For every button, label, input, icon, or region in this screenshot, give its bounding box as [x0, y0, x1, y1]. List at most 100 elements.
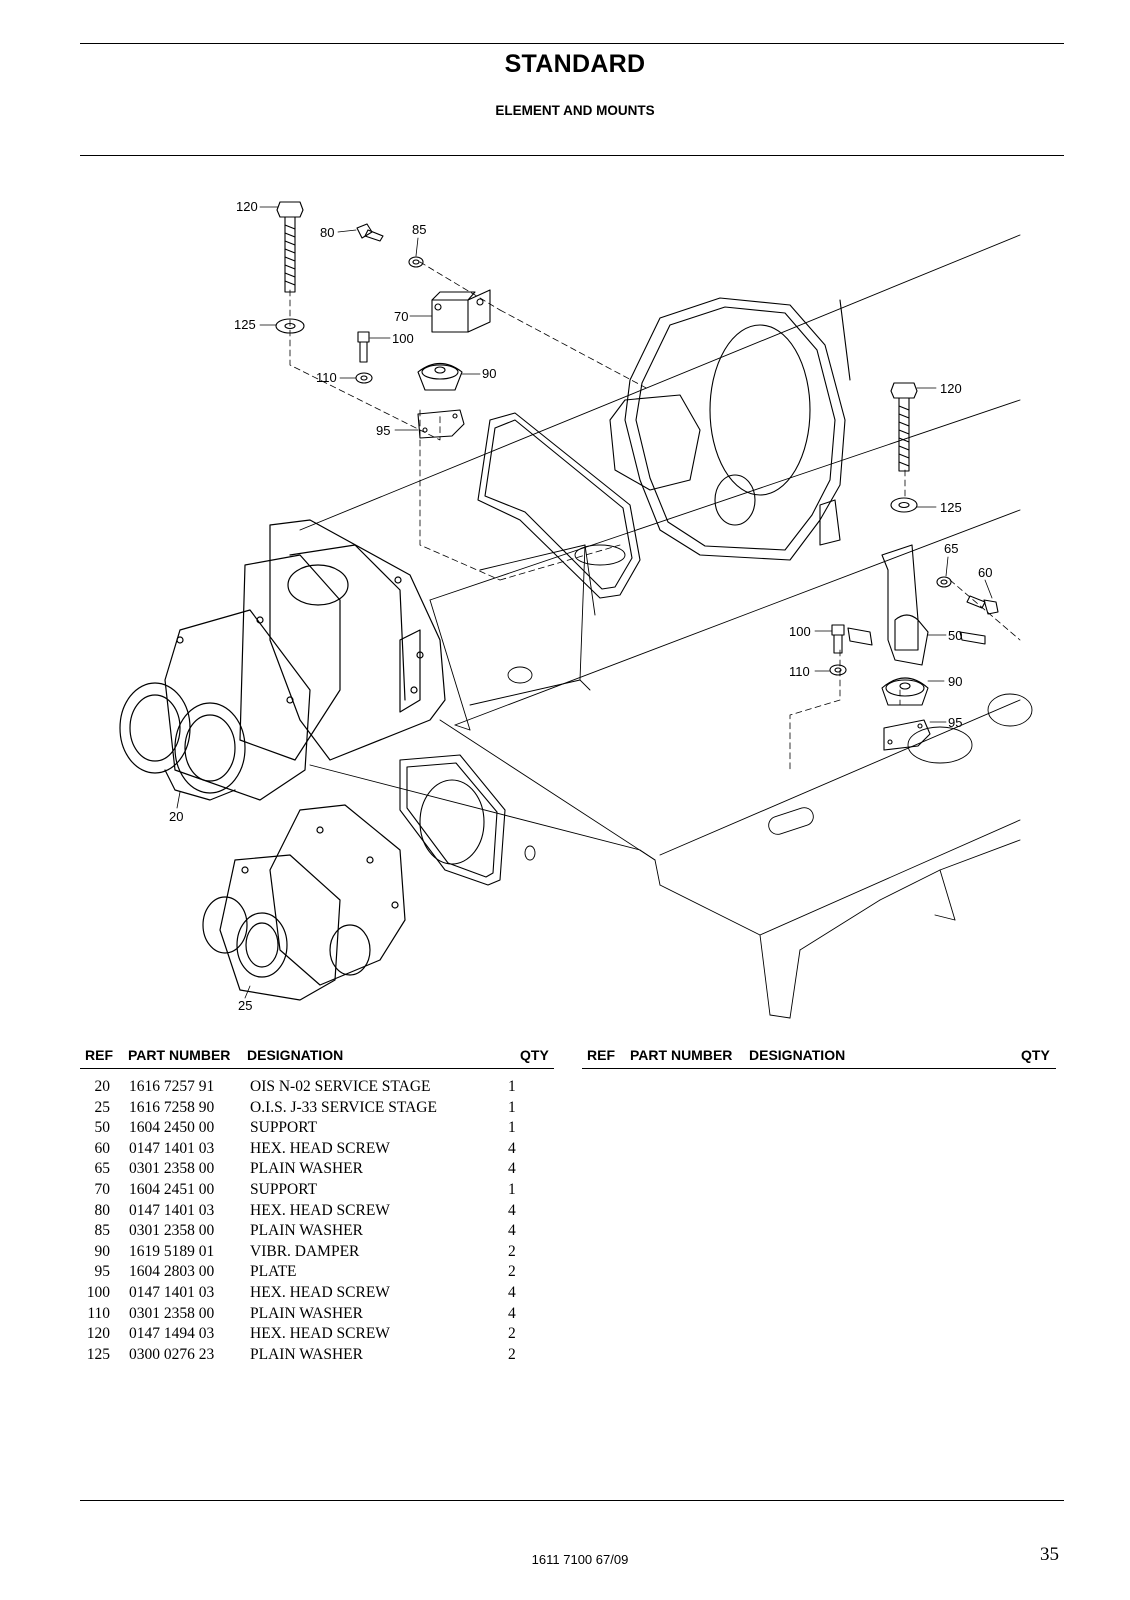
leader-lines — [176, 206, 993, 999]
cell-designation: PLATE — [250, 1263, 297, 1281]
screw-60 — [936, 576, 999, 615]
frame-outline — [299, 234, 1021, 1019]
callout-90-right: 90 — [948, 674, 962, 689]
top-rule — [80, 43, 1064, 44]
column-designation-right: DESIGNATION — [749, 1047, 846, 1063]
cell-ref: 95 — [94, 1263, 111, 1281]
page-number: 35 — [1040, 1544, 1059, 1565]
cell-ref: 100 — [86, 1283, 110, 1301]
bolt-120-right — [890, 382, 918, 513]
cell-designation: HEX. HEAD SCREW — [250, 1201, 390, 1219]
cell-designation: PLAIN WASHER — [250, 1345, 363, 1363]
frame-holes — [507, 544, 1033, 861]
cell-part-number: 1604 2451 00 — [129, 1180, 215, 1198]
column-qty: QTY — [520, 1047, 549, 1063]
cell-qty: 2 — [508, 1263, 516, 1281]
callout-70: 70 — [394, 309, 408, 324]
cell-part-number: 0301 2358 00 — [129, 1222, 215, 1240]
cell-designation: SUPPORT — [250, 1180, 318, 1198]
cell-ref: 120 — [86, 1325, 110, 1343]
cell-designation: HEX. HEAD SCREW — [250, 1325, 390, 1343]
cell-ref: 70 — [94, 1180, 111, 1198]
callout-labels: 120 80 85 70 125 100 110 90 95 120 125 6… — [169, 199, 992, 1013]
callout-125-right: 125 — [940, 500, 962, 515]
screw-80 — [356, 223, 424, 268]
cell-ref: 60 — [94, 1139, 111, 1157]
table-row: 20 1616 7257 91 OIS N-02 SERVICE STAGE 1 — [0, 1078, 560, 1099]
cell-ref: 65 — [94, 1160, 111, 1178]
damper-90-right — [881, 677, 931, 751]
cell-ref: 20 — [94, 1078, 111, 1095]
callout-90-left: 90 — [482, 366, 496, 381]
cell-qty: 1 — [508, 1078, 516, 1095]
support-50 — [847, 544, 986, 666]
callout-110-right: 110 — [789, 664, 810, 679]
table-header-rule-right — [582, 1068, 1056, 1069]
cell-ref: 125 — [86, 1345, 110, 1363]
callout-100-right: 100 — [789, 624, 811, 639]
cell-designation: PLAIN WASHER — [250, 1160, 363, 1178]
support-70 — [431, 289, 491, 333]
cell-qty: 1 — [508, 1180, 516, 1198]
cell-part-number: 0301 2358 00 — [129, 1160, 215, 1178]
column-part-number-right: PART NUMBER — [630, 1047, 733, 1063]
callout-95-left: 95 — [376, 423, 390, 438]
table-row: 95 1604 2803 00 PLATE 2 — [0, 1263, 560, 1284]
footer-rule — [80, 1500, 1064, 1501]
cell-ref: 80 — [94, 1201, 111, 1219]
cell-designation: SUPPORT — [250, 1119, 318, 1137]
table-row: 90 1619 5189 01 VIBR. DAMPER 2 — [0, 1243, 560, 1264]
cell-part-number: 0147 1401 03 — [129, 1201, 215, 1219]
gasket-upper — [477, 412, 641, 599]
cell-qty: 4 — [508, 1304, 516, 1322]
flywheel-housing — [609, 297, 851, 561]
cell-designation: VIBR. DAMPER — [250, 1242, 360, 1260]
table-row: 65 0301 2358 00 PLAIN WASHER 4 — [0, 1160, 560, 1181]
cell-part-number: 1604 2803 00 — [129, 1263, 215, 1281]
element-25 — [202, 804, 406, 1001]
cell-qty: 1 — [508, 1098, 516, 1116]
callout-85: 85 — [412, 222, 426, 237]
cell-part-number: 1616 7257 91 — [129, 1078, 215, 1095]
cell-qty: 4 — [508, 1283, 516, 1301]
cell-qty: 2 — [508, 1242, 516, 1260]
callout-50: 50 — [948, 628, 962, 643]
cell-ref: 25 — [94, 1098, 111, 1116]
column-ref-right: REF — [587, 1047, 615, 1063]
cell-ref: 90 — [94, 1242, 111, 1260]
column-designation: DESIGNATION — [247, 1047, 344, 1063]
table-row: 70 1604 2451 00 SUPPORT 1 — [0, 1181, 560, 1202]
cell-qty: 4 — [508, 1160, 516, 1178]
callout-80: 80 — [320, 225, 334, 240]
cell-part-number: 0147 1401 03 — [129, 1283, 215, 1301]
callout-120-right: 120 — [940, 381, 962, 396]
table-header-right: REF PART NUMBER DESIGNATION QTY — [0, 1047, 1130, 1065]
cell-designation: OIS N-02 SERVICE STAGE — [250, 1078, 431, 1095]
screw-100-left — [355, 331, 373, 384]
damper-90-left — [417, 362, 465, 439]
cell-part-number: 0300 0276 23 — [129, 1345, 215, 1363]
document-number: 1611 7100 67/09 — [531, 1552, 629, 1567]
cell-qty: 2 — [508, 1325, 516, 1343]
page-title: STANDARD — [504, 50, 646, 78]
cell-part-number: 1604 2450 00 — [129, 1119, 215, 1137]
cell-qty: 2 — [508, 1345, 516, 1363]
screw-100-right — [829, 624, 847, 676]
cell-designation: HEX. HEAD SCREW — [250, 1283, 390, 1301]
cell-part-number: 0301 2358 00 — [129, 1304, 215, 1322]
cell-ref: 50 — [94, 1119, 111, 1137]
table-row: 125 0300 0276 23 PLAIN WASHER 2 — [0, 1346, 560, 1367]
cell-part-number: 1619 5189 01 — [129, 1242, 215, 1260]
column-ref: REF — [85, 1047, 113, 1063]
cell-part-number: 1616 7258 90 — [129, 1098, 215, 1116]
element-20 — [119, 519, 446, 801]
cell-ref: 110 — [87, 1304, 110, 1322]
